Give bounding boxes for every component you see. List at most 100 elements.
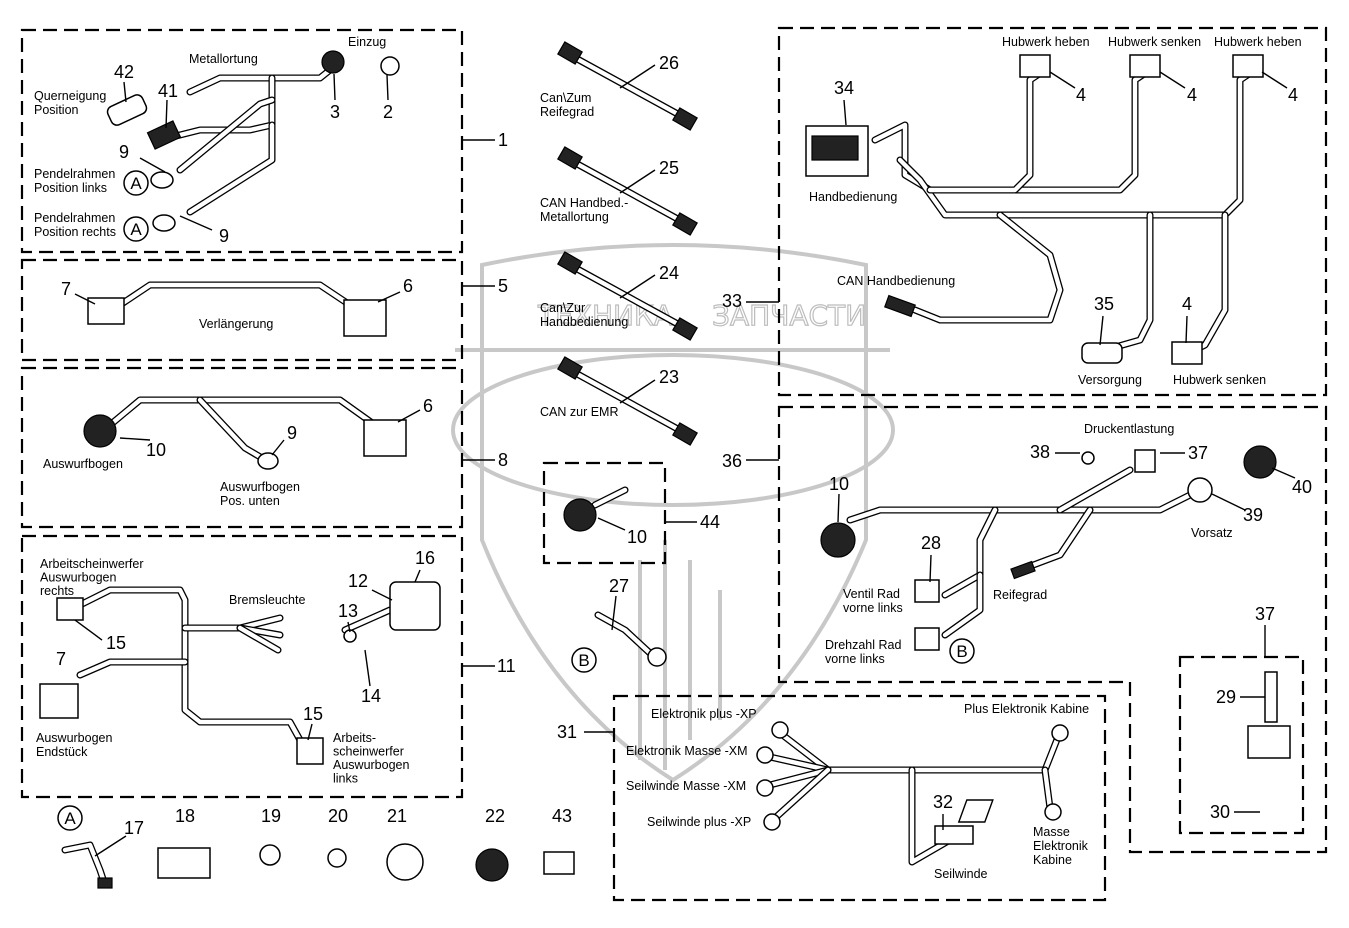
part-number-15: 15	[106, 633, 126, 653]
part-22	[475, 848, 509, 882]
wire-core	[77, 587, 303, 743]
part-number-6: 6	[423, 396, 433, 416]
wire-core	[177, 97, 275, 173]
connector-41	[146, 120, 182, 150]
part-number-10: 10	[146, 440, 166, 460]
screw-29	[1264, 671, 1278, 723]
ref-b: B	[578, 651, 589, 670]
connector-9	[257, 452, 279, 470]
label-can-handbed-metallortung: CAN Handbed.-Metallortung	[540, 196, 628, 224]
wire	[116, 281, 354, 309]
connector-32	[934, 825, 974, 845]
ref-a: A	[64, 809, 76, 828]
harness-36-labels: Druckentlastung 38 37 40 10 39 Vorsatz 2…	[825, 422, 1312, 666]
callout-33: 33	[722, 291, 742, 311]
wire-core	[592, 487, 628, 508]
can-plug	[884, 294, 916, 318]
part-number-7: 7	[56, 649, 66, 669]
part-number-35: 35	[1094, 294, 1114, 314]
plug-38	[1081, 451, 1095, 465]
part-number-14: 14	[361, 686, 381, 706]
part-43	[543, 851, 575, 875]
connector-drehzahl	[914, 627, 940, 651]
wire-core	[567, 262, 688, 331]
wire-core	[825, 734, 1061, 773]
ref-circle-b	[571, 647, 597, 673]
part-shapes	[39, 41, 1291, 889]
part-number-9: 9	[219, 226, 229, 246]
part-number-37: 37	[1255, 604, 1275, 624]
part-number-13: 13	[338, 601, 358, 621]
part-number-4: 4	[1288, 85, 1298, 105]
connector-4c	[1232, 54, 1264, 78]
group-box-44	[542, 461, 667, 565]
part-number-22: 22	[485, 806, 505, 826]
part-number-25: 25	[659, 158, 679, 178]
connector-4b	[1129, 54, 1161, 78]
callout-8: 8	[498, 450, 508, 470]
round-connector-10	[83, 414, 117, 448]
reifegrad-plug	[1010, 560, 1036, 580]
label-hubwerk-senken: Hubwerk senken	[1173, 373, 1266, 387]
wire-core	[1042, 767, 1053, 811]
part-number-10: 10	[627, 527, 647, 547]
label-auswurfbogen: Auswurfbogen	[43, 457, 123, 471]
part-number-17: 17	[124, 818, 144, 838]
label-seilwinde-masse: Seilwinde Masse -XM	[626, 779, 746, 793]
group-box-37	[1178, 655, 1305, 835]
harness-33-labels: 34 Handbedienung Hubwerk heben Hubwerk s…	[809, 35, 1302, 387]
part-number-15: 15	[303, 704, 323, 724]
valve-connector-37b	[1247, 725, 1291, 759]
wire-core	[1102, 212, 1153, 353]
wire-core	[107, 397, 378, 428]
wire	[1016, 506, 1094, 574]
wire-core	[1017, 507, 1093, 573]
label-metallortung: Metallortung	[189, 52, 258, 66]
brake-light-16	[389, 581, 441, 631]
wire-core	[767, 754, 831, 773]
ref-circle-a	[123, 170, 149, 196]
wire-core	[157, 75, 275, 143]
label-hubwerk-heben: Hubwerk heben	[1002, 35, 1090, 49]
wire-core	[942, 572, 983, 638]
sensor-27-eye	[647, 647, 667, 667]
wire	[908, 766, 954, 866]
connector-9-right	[152, 214, 176, 232]
label-elektronik-masse: Elektronik Masse -XM	[626, 744, 748, 758]
part-number-21: 21	[387, 806, 407, 826]
part-number-3: 3	[330, 102, 340, 122]
label-hubwerk-heben: Hubwerk heben	[1214, 35, 1302, 49]
wire-core	[912, 212, 1063, 323]
part-20	[327, 848, 347, 868]
part-number-9: 9	[287, 423, 297, 443]
wire-core	[117, 282, 353, 308]
wire-core	[567, 367, 688, 436]
part-number-20: 20	[328, 806, 348, 826]
wire-core	[237, 625, 281, 653]
label-seilwinde: Seilwinde	[934, 867, 988, 881]
ref-circle-a	[57, 805, 83, 831]
wire-core	[1057, 467, 1133, 513]
part-number-34: 34	[834, 78, 854, 98]
part-leaders	[74, 64, 1296, 857]
lamp-connector-15b	[296, 737, 324, 765]
part-number-38: 38	[1030, 442, 1050, 462]
part-number-4: 4	[1187, 85, 1197, 105]
connector-6b	[363, 419, 407, 457]
watermark-right-text: ЗАПЧАСТИ	[712, 299, 866, 332]
group-leaders	[462, 139, 779, 733]
part-number-29: 29	[1216, 687, 1236, 707]
part-number-9: 9	[119, 142, 129, 162]
wire-core	[777, 730, 831, 773]
wire	[1191, 211, 1229, 354]
wire-core	[187, 122, 275, 215]
part-number-4: 4	[1182, 294, 1192, 314]
part-21	[386, 843, 424, 881]
label-hubwerk-senken: Hubwerk senken	[1108, 35, 1201, 49]
callout-44: 44	[700, 512, 720, 532]
group-box-31	[612, 694, 1107, 902]
